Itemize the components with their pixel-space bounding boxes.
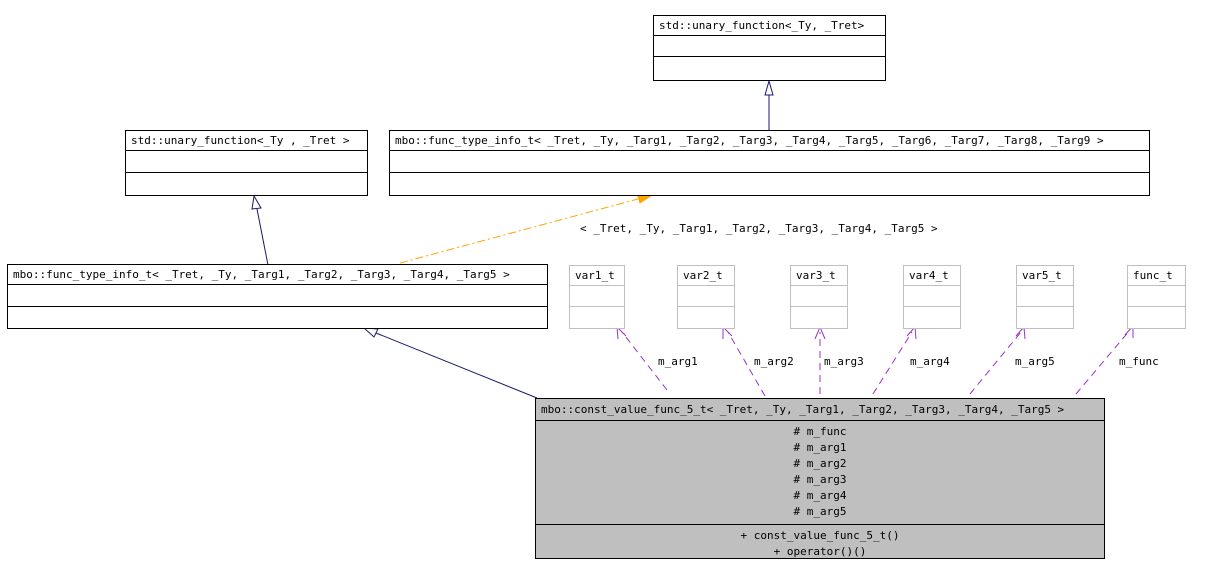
operations-compartment: + const_value_func_5_t() + operator()() <box>536 524 1104 562</box>
attribute-m-arg4: # m_arg4 <box>793 489 847 502</box>
operations-compartment <box>390 172 1149 195</box>
operations-compartment <box>654 56 885 80</box>
edge-main-inherits-info5 <box>375 332 538 399</box>
edge-m-arg1 <box>621 331 668 391</box>
operation-call-operator: + operator()() <box>773 545 867 558</box>
edge-info5-inherits-unary <box>256 208 269 266</box>
edge-label-m-func: m_func <box>1119 355 1159 368</box>
template-binding-label: < _Tret, _Ty, _Targ1, _Targ2, _Targ3, _T… <box>580 222 938 235</box>
operations-compartment <box>126 172 367 195</box>
edge-m-func <box>1075 329 1131 395</box>
class-func-type-info-5[interactable]: mbo::func_type_info_t< _Tret, _Ty, _Targ… <box>7 264 548 329</box>
class-var3-t[interactable]: var3_t <box>790 265 848 329</box>
operations-compartment <box>678 306 734 328</box>
inheritance-arrowhead <box>764 79 774 96</box>
attributes-compartment <box>654 35 885 56</box>
class-var1-t[interactable]: var1_t <box>569 265 625 329</box>
edge-label-m-arg5: m_arg5 <box>1015 355 1055 368</box>
attributes-compartment <box>791 285 847 306</box>
class-std-unary-function-top[interactable]: std::unary_function<_Ty, _Tret> <box>653 15 886 81</box>
attributes-compartment <box>8 284 547 306</box>
class-title: var5_t <box>1022 269 1062 282</box>
class-const-value-func-5[interactable]: mbo::const_value_func_5_t< _Tret, _Ty, _… <box>535 398 1105 559</box>
operations-compartment <box>570 306 624 328</box>
attribute-m-arg1: # m_arg1 <box>793 441 847 454</box>
edge-m-arg2 <box>727 331 766 397</box>
edge-label-m-arg2: m_arg2 <box>754 355 794 368</box>
inheritance-arrowhead <box>251 194 262 210</box>
attribute-m-func: # m_func <box>793 425 847 438</box>
edge-m-arg4 <box>872 331 913 395</box>
attribute-m-arg3: # m_arg3 <box>793 473 847 486</box>
edge-label-m-arg3: m_arg3 <box>824 355 864 368</box>
attributes-compartment <box>1017 285 1073 306</box>
attribute-m-arg5: # m_arg5 <box>793 505 847 518</box>
class-title: std::unary_function<_Ty , _Tret > <box>131 134 350 147</box>
edge-label-m-arg1: m_arg1 <box>658 355 698 368</box>
attributes-compartment <box>678 285 734 306</box>
class-title: mbo::func_type_info_t< _Tret, _Ty, _Targ… <box>13 268 510 281</box>
operation-constructor: + const_value_func_5_t() <box>740 529 900 542</box>
class-title: var1_t <box>575 269 615 282</box>
class-func-t[interactable]: func_t <box>1127 265 1186 329</box>
attributes-compartment: # m_func # m_arg1 # m_arg2 # m_arg3 # m_… <box>536 420 1104 524</box>
attributes-compartment <box>390 150 1149 172</box>
class-title: var4_t <box>909 269 949 282</box>
attributes-compartment <box>1128 285 1185 306</box>
class-var4-t[interactable]: var4_t <box>903 265 961 329</box>
class-func-type-info-9[interactable]: mbo::func_type_info_t< _Tret, _Ty, _Targ… <box>389 130 1150 196</box>
attribute-m-arg2: # m_arg2 <box>793 457 847 470</box>
class-var5-t[interactable]: var5_t <box>1016 265 1074 329</box>
class-std-unary-function-base[interactable]: std::unary_function<_Ty , _Tret > <box>125 130 368 196</box>
class-title: std::unary_function<_Ty, _Tret> <box>659 19 865 32</box>
attributes-compartment <box>904 285 960 306</box>
operations-compartment <box>1017 306 1073 328</box>
operations-compartment <box>1128 306 1185 328</box>
attributes-compartment <box>126 150 367 172</box>
operations-compartment <box>8 306 547 328</box>
inheritance-arrowhead <box>362 327 379 338</box>
edge-m-arg5 <box>969 331 1022 395</box>
class-title: var2_t <box>683 269 723 282</box>
attributes-compartment <box>570 285 624 306</box>
operations-compartment <box>791 306 847 328</box>
class-title: func_t <box>1133 269 1173 282</box>
class-title: mbo::const_value_func_5_t< _Tret, _Ty, _… <box>541 403 1065 416</box>
class-title: var3_t <box>796 269 836 282</box>
operations-compartment <box>904 306 960 328</box>
edge-template-instance <box>399 198 639 264</box>
class-title: mbo::func_type_info_t< _Tret, _Ty, _Targ… <box>395 134 1104 147</box>
class-var2-t[interactable]: var2_t <box>677 265 735 329</box>
edge-label-m-arg4: m_arg4 <box>910 355 950 368</box>
